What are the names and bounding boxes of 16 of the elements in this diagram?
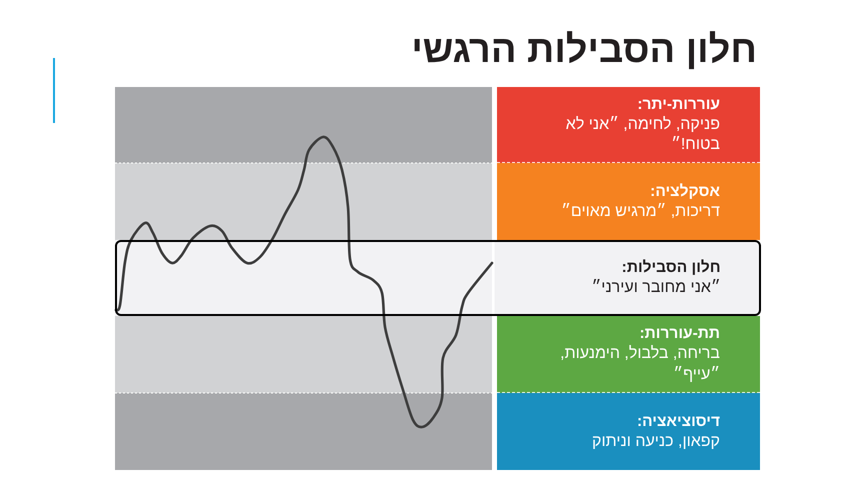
window-box [115, 240, 761, 316]
zone-box [497, 393, 760, 470]
box-text: ״אני מחובר ועירני״ [590, 278, 721, 298]
box-heading: עוררות-יתר: [636, 94, 720, 114]
box-heading: אסקלציה: [649, 182, 720, 202]
box-heading: תת-עוררות: [638, 324, 720, 344]
title: חלון הסבילות הרגשי [411, 30, 757, 70]
box-text: קפאון, כניעה וניתוק [591, 432, 720, 452]
box-text: דריכות, ״מרגיש מאוים״ [560, 202, 720, 222]
box-heading: חלון הסבילות: [620, 258, 721, 278]
zone-box [497, 87, 760, 163]
box-text: בריחה, בלבול, הימנעות, ״עייף״ [559, 344, 720, 384]
box-text: פניקה, לחימה, ״אני לא בטוח!״ [564, 114, 720, 155]
box-heading: דיסוציאציה: [636, 412, 720, 432]
zone-box [497, 163, 760, 240]
zone-box [497, 316, 760, 393]
